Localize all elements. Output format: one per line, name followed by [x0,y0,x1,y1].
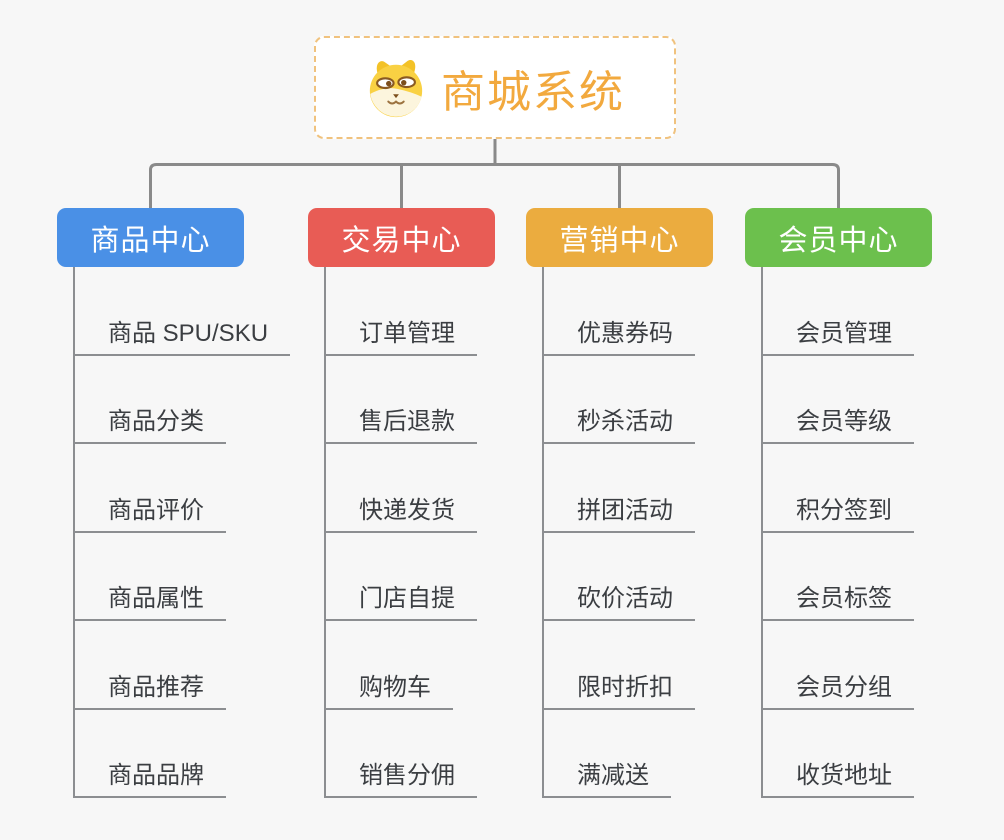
child-node[interactable]: 砍价活动 [544,578,695,621]
child-node[interactable]: 商品分类 [75,401,226,444]
branch-bus-line [149,163,840,209]
child-row: 满减送 [544,710,782,798]
child-node[interactable]: 会员标签 [763,578,914,621]
child-row: 订单管理 [326,267,564,356]
child-node[interactable]: 商品品牌 [75,755,226,798]
child-row: 商品 SPU/SKU [75,267,313,356]
child-node[interactable]: 限时折扣 [544,667,695,710]
child-row: 售后退款 [326,356,564,444]
child-node[interactable]: 拼团活动 [544,490,695,533]
branch-children: 商品 SPU/SKU 商品分类商品评价商品属性商品推荐商品品牌 [73,267,313,798]
child-node[interactable]: 销售分佣 [326,755,477,798]
child-node[interactable]: 积分签到 [763,490,914,533]
child-node[interactable]: 快递发货 [326,490,477,533]
root-title: 商城系统 [441,67,625,117]
child-node[interactable]: 会员等级 [763,401,914,444]
branch-column-members: 会员中心会员管理会员等级积分签到会员标签会员分组收货地址 [745,208,1001,798]
child-row: 砍价活动 [544,533,782,621]
child-row: 限时折扣 [544,621,782,710]
child-row: 快递发货 [326,444,564,533]
branch-node[interactable]: 营销中心 [526,208,713,267]
child-node[interactable]: 商品 SPU/SKU [75,313,291,356]
child-row: 商品推荐 [75,621,313,710]
child-row: 商品分类 [75,356,313,444]
child-node[interactable]: 会员管理 [763,313,914,356]
child-node[interactable]: 售后退款 [326,401,477,444]
branch-column-trade: 交易中心订单管理售后退款快递发货门店自提购物车销售分佣 [308,208,564,798]
child-row: 会员等级 [763,356,1001,444]
child-row: 销售分佣 [326,710,564,798]
child-node[interactable]: 收货地址 [763,755,914,798]
root-node[interactable]: 商城系统 [314,36,676,139]
child-row: 会员分组 [763,621,1001,710]
child-row: 会员管理 [763,267,1001,356]
branch-node[interactable]: 交易中心 [308,208,495,267]
child-row: 秒杀活动 [544,356,782,444]
child-row: 商品属性 [75,533,313,621]
doge-icon [365,57,427,119]
child-row: 收货地址 [763,710,1001,798]
branch-node[interactable]: 会员中心 [745,208,932,267]
child-node[interactable]: 商品评价 [75,490,226,533]
connector-group [149,138,840,209]
child-row: 购物车 [326,621,564,710]
child-node[interactable]: 购物车 [326,667,453,710]
child-row: 商品评价 [75,444,313,533]
child-node[interactable]: 会员分组 [763,667,914,710]
branch-children: 优惠券码秒杀活动拼团活动砍价活动限时折扣满减送 [542,267,782,798]
child-row: 会员标签 [763,533,1001,621]
child-row: 门店自提 [326,533,564,621]
child-node[interactable]: 门店自提 [326,578,477,621]
branch-column-marketing: 营销中心优惠券码秒杀活动拼团活动砍价活动限时折扣满减送 [526,208,782,798]
child-node[interactable]: 优惠券码 [544,313,695,356]
child-node[interactable]: 秒杀活动 [544,401,695,444]
branch-column-products: 商品中心商品 SPU/SKU 商品分类商品评价商品属性商品推荐商品品牌 [57,208,313,798]
child-node[interactable]: 商品属性 [75,578,226,621]
branch-children: 订单管理售后退款快递发货门店自提购物车销售分佣 [324,267,564,798]
child-node[interactable]: 商品推荐 [75,667,226,710]
child-node[interactable]: 满减送 [544,755,671,798]
branch-node[interactable]: 商品中心 [57,208,244,267]
child-node[interactable]: 订单管理 [326,313,477,356]
child-row: 优惠券码 [544,267,782,356]
child-row: 拼团活动 [544,444,782,533]
child-row: 商品品牌 [75,710,313,798]
child-row: 积分签到 [763,444,1001,533]
branch-children: 会员管理会员等级积分签到会员标签会员分组收货地址 [761,267,1001,798]
